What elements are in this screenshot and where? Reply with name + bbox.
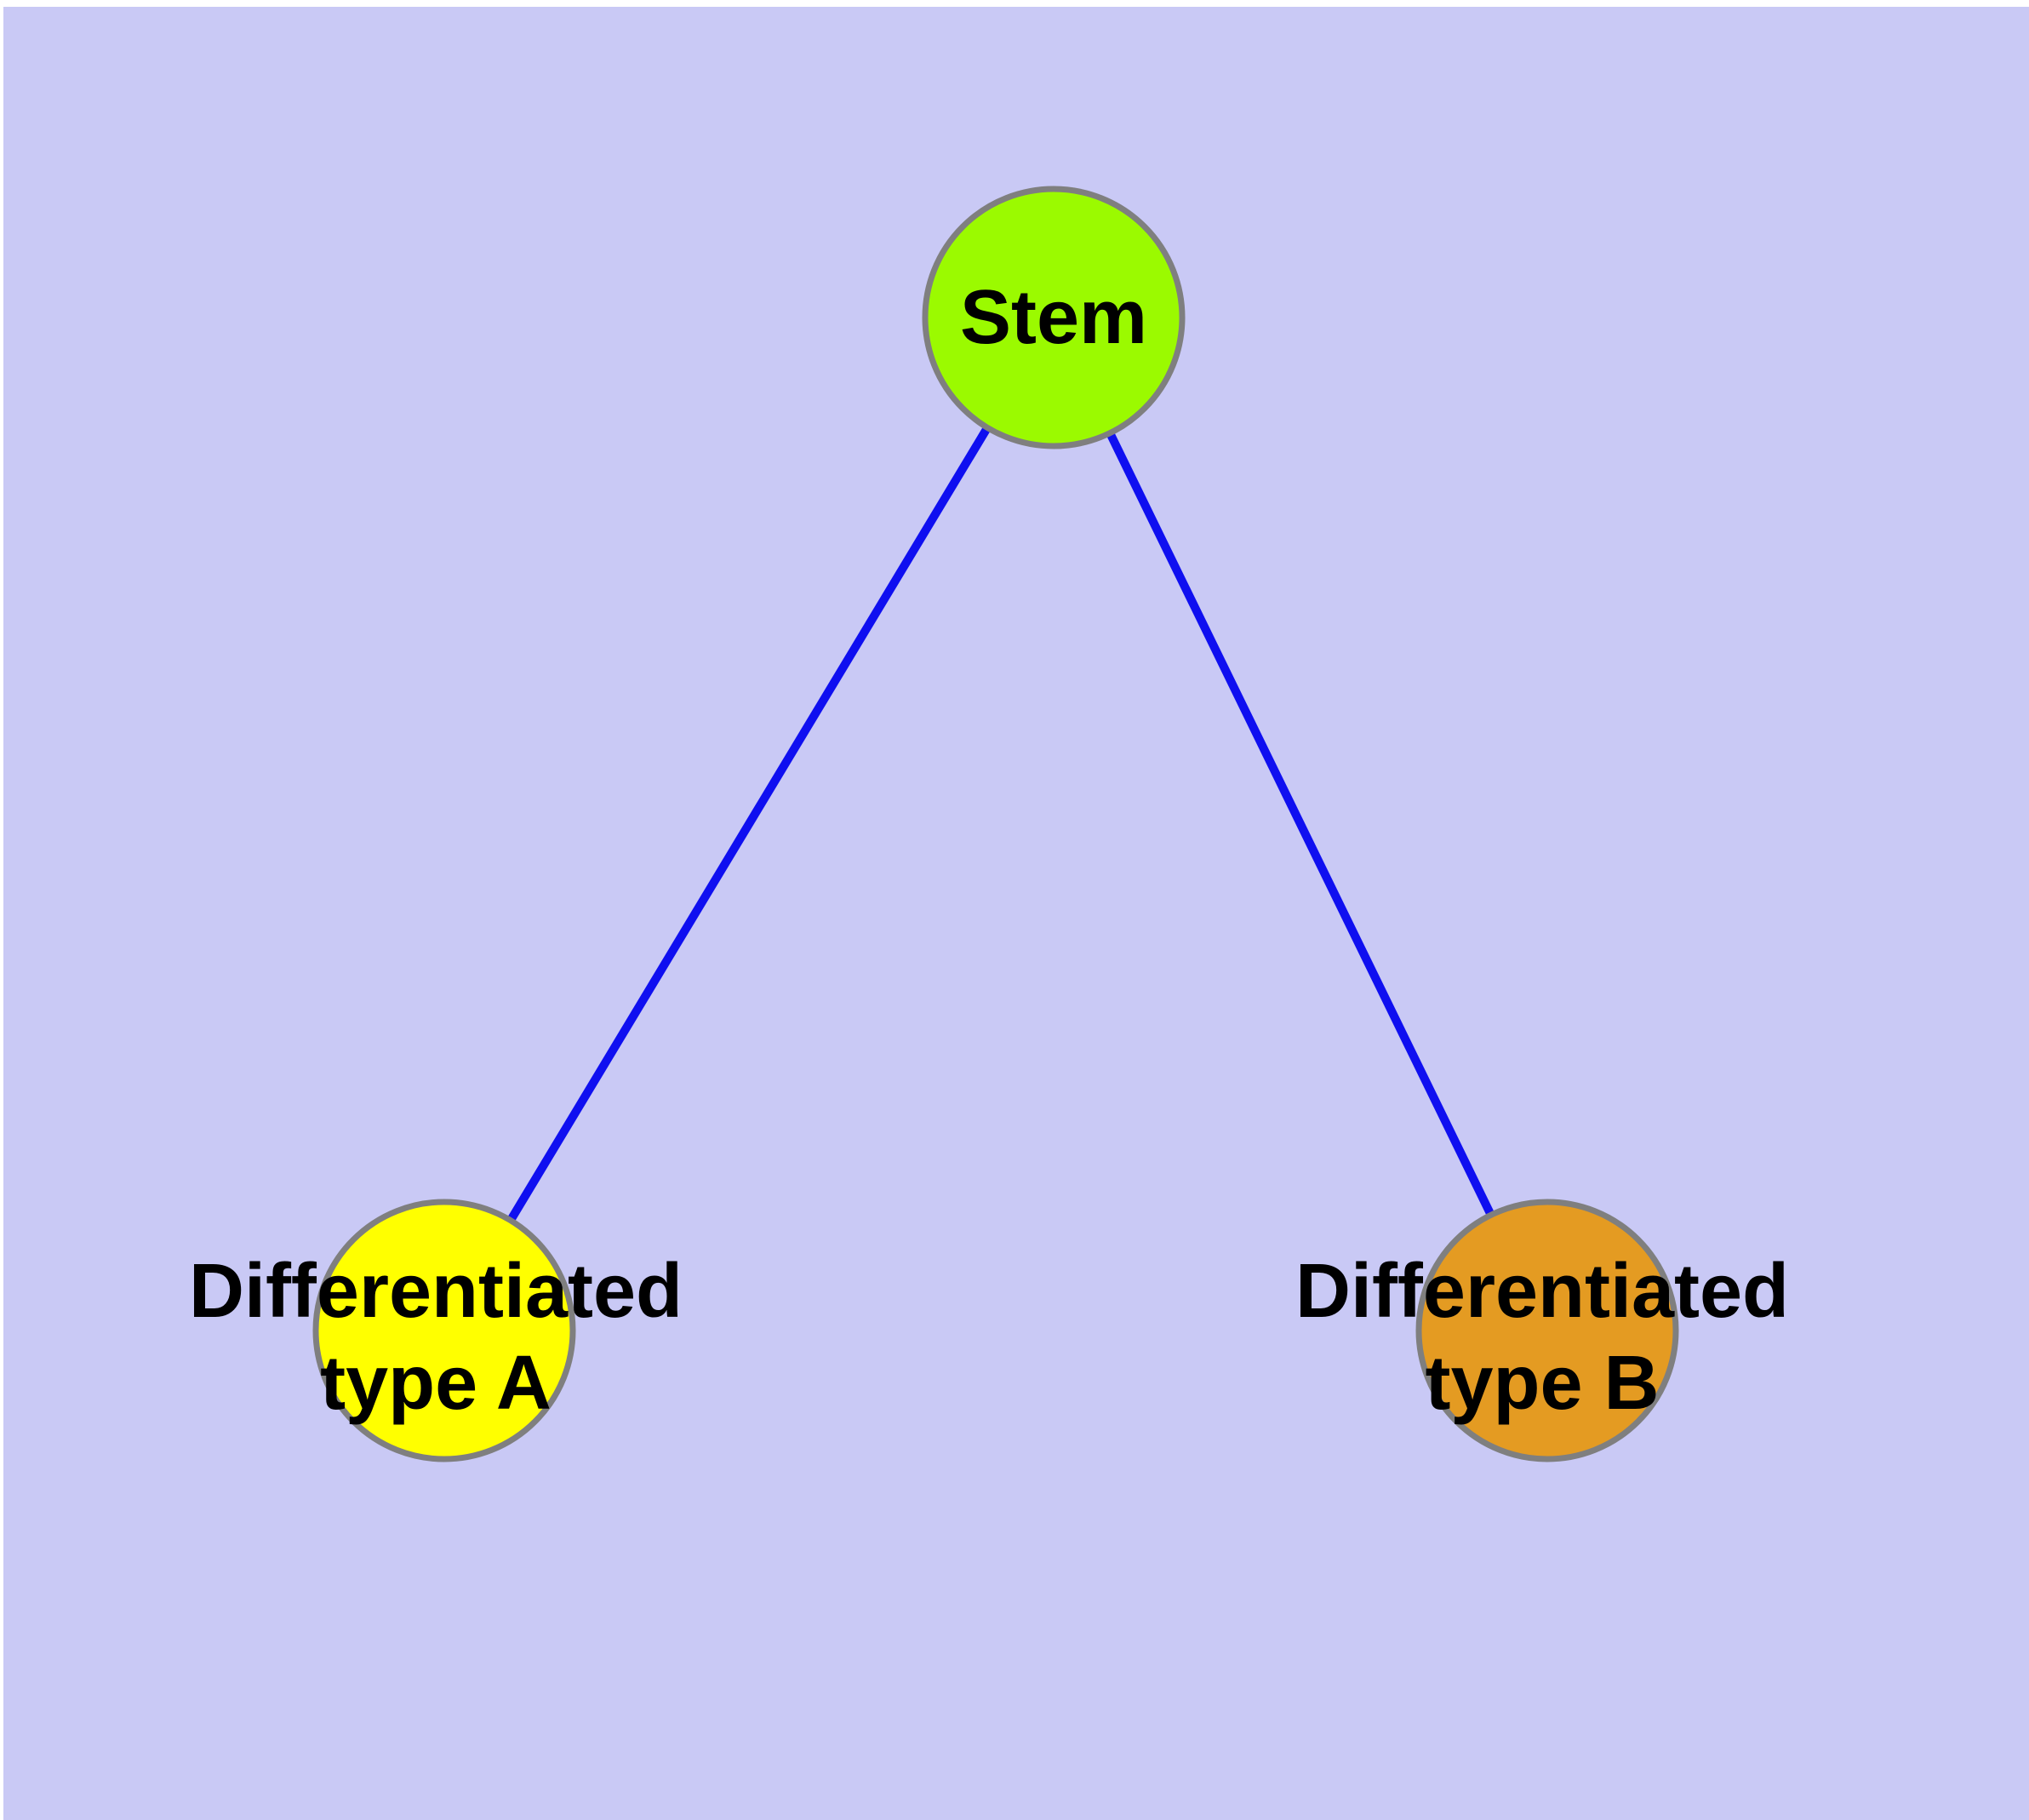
type-b-node-label-line1: Differentiated — [1295, 1249, 1789, 1334]
stem-node — [922, 186, 1186, 449]
type-a-node-label-line1: Differentiated — [189, 1249, 683, 1334]
edge-stem-to-type-a — [440, 315, 1058, 1333]
type-a-node — [312, 1199, 576, 1462]
edge-stem-to-type-b — [1049, 315, 1552, 1333]
type-b-node-label-line2: type B — [1425, 1341, 1659, 1426]
type-a-node-label-line2: type A — [320, 1341, 552, 1426]
stem-node-label: Stem — [960, 275, 1147, 360]
type-b-node — [1415, 1199, 1679, 1462]
